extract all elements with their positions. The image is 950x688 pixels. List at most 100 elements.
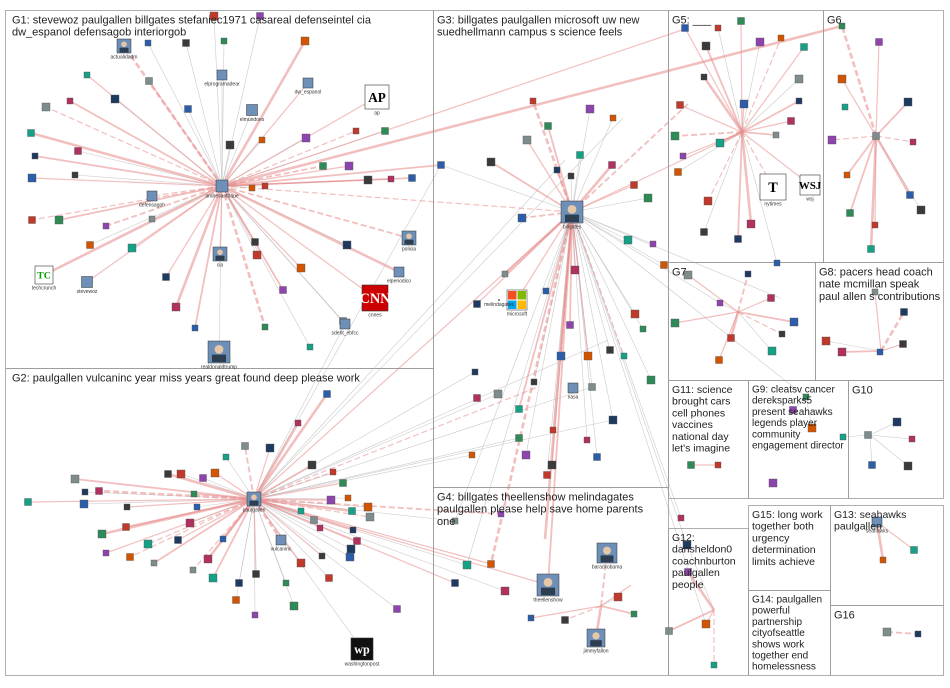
edge-strong [253,498,492,565]
network-node [363,502,373,512]
network-node [123,503,131,511]
node-avatar [566,321,574,329]
node-avatar [222,453,230,461]
edge-strong [30,131,223,188]
edge-thin [466,211,573,566]
node-avatar [191,324,199,332]
node-avatar [451,579,459,587]
node-label: elmundoes [240,117,265,123]
edge-thin [571,211,611,351]
edge-strong [74,478,255,500]
network-node [588,383,596,391]
network-node [203,554,213,564]
node-avatar [193,503,201,511]
node-avatar [608,415,618,425]
node-avatar [348,507,356,515]
edge-strong [252,393,329,500]
edge-thin [221,40,225,187]
edge-strong [831,135,877,141]
network-node [608,161,616,169]
network-node [174,536,182,544]
edge-strong [129,498,255,558]
network-node [307,460,317,470]
node-logo-text: T [768,180,778,196]
edge-thin [571,211,688,546]
node-label: dw_espanol [295,90,322,96]
node-logo-box [350,637,374,661]
node-avatar [909,138,917,146]
node-avatar [258,136,266,144]
edge-strong [741,37,782,133]
node-avatar [903,461,913,471]
node-avatar [872,132,880,140]
node-avatar [714,24,722,32]
edge-strong [126,498,255,508]
person-icon-head [217,249,223,256]
node-avatar [344,494,352,502]
edge-thin [253,498,287,584]
person-icon-body [249,500,259,506]
node-label: melindagates [484,302,514,308]
node-avatar [473,300,481,308]
network-node [102,549,110,557]
node-avatar [225,140,235,150]
node-avatar [677,514,685,522]
node-avatar [839,433,847,441]
node-avatar [868,461,876,469]
network-node [681,24,689,32]
node-avatar [795,97,803,105]
network-node [583,436,591,444]
node-label: theellenshow [533,598,563,604]
network-node [841,103,849,111]
network-node [837,347,847,357]
edge-thin [571,211,665,266]
node-avatar [606,346,614,354]
node-logo-text: CNN [360,291,392,307]
edge-strong [253,464,313,500]
node-avatar [899,340,907,348]
network-node [162,273,170,281]
network-node [296,263,306,273]
network-node [827,135,837,145]
edge-strong [31,185,223,221]
node-avatar [871,288,879,296]
edge-strong [674,131,743,137]
node-avatar [323,390,331,398]
network-node [875,38,883,46]
group-box-g15 [748,505,831,591]
network-node [623,235,633,245]
edge-thin [213,15,223,187]
edge-thin [147,42,223,187]
edge-thin [703,131,743,233]
node-avatar [871,221,879,229]
network-node [501,270,509,278]
edge-strong [841,78,877,137]
node-avatar [867,245,875,253]
node-avatar [773,259,781,267]
node-avatar [681,24,689,32]
edge-strong [221,177,413,187]
edge-thin [571,197,649,213]
node-avatar [639,325,647,333]
node-avatar [789,406,797,414]
node-avatar [363,502,373,512]
node-avatar [500,586,510,596]
node-defensagob: defensagob [139,190,165,209]
network-node [279,286,287,294]
node-avatar [739,99,749,109]
network-node [300,36,310,46]
group-box-g5 [668,10,824,263]
node-elmundoes: elmundoes [240,104,265,123]
edge-thin [825,340,882,352]
network-node [683,270,693,280]
node-avatar [342,240,352,250]
edge-strong [212,498,255,579]
node-avatar [613,592,623,602]
edge-thin [253,386,593,500]
node-avatar [184,105,192,113]
person-icon-body [564,214,580,223]
network-node [778,330,786,338]
network-node [714,461,722,469]
